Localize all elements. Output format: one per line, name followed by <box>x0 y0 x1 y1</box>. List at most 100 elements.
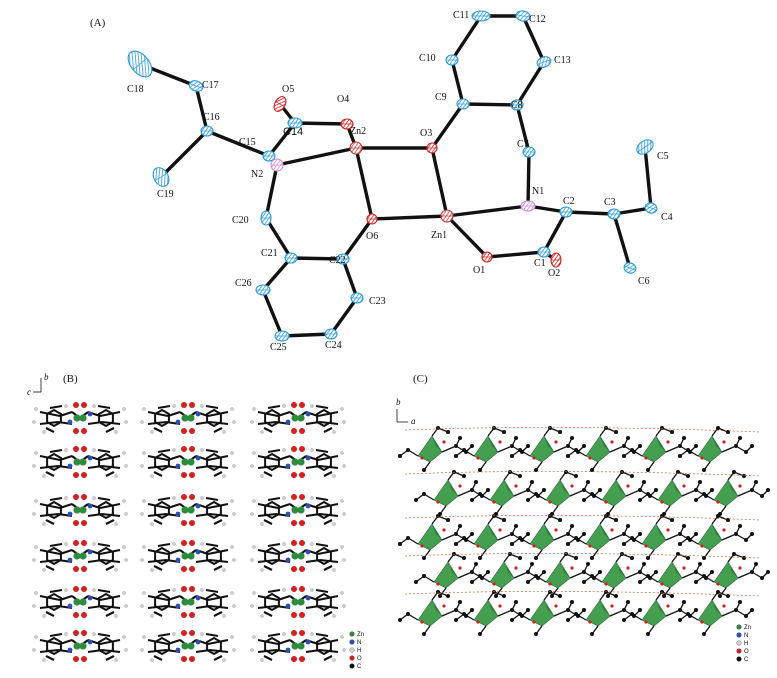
packed-molecule <box>140 494 236 526</box>
svg-text:N: N <box>744 633 748 639</box>
zn-polyhedron-unit <box>470 552 546 598</box>
atom-label-c3: C3 <box>604 197 616 208</box>
h-bond-chain <box>404 427 761 433</box>
bond-C13-C12 <box>521 14 546 64</box>
atom-o4 <box>340 118 354 130</box>
atom-label-o5: O5 <box>282 84 294 95</box>
atom-c22 <box>336 253 350 265</box>
atom-c6 <box>623 262 637 274</box>
legend-item-h: H <box>736 640 748 647</box>
bond-C1-O1 <box>485 250 546 259</box>
atom-label-c9: C9 <box>435 92 447 103</box>
atom-o3 <box>426 142 438 154</box>
bond-C21-C22 <box>289 256 345 261</box>
h-bond-chain <box>404 471 761 477</box>
panel-b-axis-c: c <box>27 387 31 397</box>
atom-label-c10: C10 <box>419 53 436 64</box>
atom-label-c11: C11 <box>453 10 469 21</box>
atom-label-c24: C24 <box>325 340 342 351</box>
bond-C5-C4 <box>643 145 653 210</box>
atom-label-o6: O6 <box>366 231 378 242</box>
atom-c24 <box>324 328 338 340</box>
zn-polyhedron-unit <box>638 552 714 598</box>
atom-c23 <box>350 292 364 304</box>
packed-molecule <box>140 630 236 662</box>
bond-C14-C15 <box>267 121 297 158</box>
atom-o5 <box>273 96 287 112</box>
atom-c11 <box>471 10 491 22</box>
zn-polyhedron-unit <box>694 470 770 516</box>
packed-molecule <box>250 402 346 434</box>
panel-a-label: (A) <box>90 17 106 29</box>
zn-polyhedron-unit <box>398 590 474 636</box>
svg-text:H: H <box>744 641 748 647</box>
bond-C25-C26 <box>261 288 284 338</box>
atom-label-c4: C4 <box>661 212 673 223</box>
packed-molecule <box>140 540 236 572</box>
atom-o2 <box>550 252 562 268</box>
packed-molecule <box>32 446 128 478</box>
atom-c13 <box>536 56 552 68</box>
atom-c8 <box>510 99 524 111</box>
zn-polyhedron-unit <box>510 514 586 560</box>
zn-polyhedron-unit <box>694 552 770 598</box>
bond-C23-C24 <box>329 296 359 336</box>
zn-polyhedron-unit <box>510 426 586 472</box>
atom-c4 <box>644 202 658 214</box>
bond-C7-C8 <box>515 103 531 154</box>
atom-n2 <box>270 158 284 172</box>
atom-label-c6: C6 <box>638 276 650 287</box>
svg-text:Zn: Zn <box>744 625 751 631</box>
legend-item-zn: Zn <box>736 624 751 631</box>
atom-c5 <box>636 139 654 155</box>
atom-label-c25: C25 <box>270 342 287 353</box>
packed-molecule <box>32 586 128 618</box>
atom-c7 <box>522 146 536 158</box>
atom-c3 <box>607 208 621 220</box>
packed-molecule <box>32 402 128 434</box>
zn-polyhedron-unit <box>510 590 586 636</box>
atom-label-zn1: Zn1 <box>431 230 447 241</box>
zn-polyhedron-unit <box>414 552 490 598</box>
atom-zn2 <box>349 141 363 155</box>
bond-O1-Zn1 <box>445 214 489 259</box>
packed-molecule <box>250 630 346 662</box>
bond-N1-Zn1 <box>445 204 530 218</box>
bond-Zn1-O6 <box>370 214 449 221</box>
atom-label-c12: C12 <box>529 14 546 25</box>
atom-c21 <box>284 252 298 264</box>
atom-label-c26: C26 <box>235 278 252 289</box>
atom-label-o2: O2 <box>548 268 560 279</box>
packed-molecule <box>250 446 346 478</box>
atom-c18 <box>127 50 153 78</box>
bond-C24-C25 <box>280 332 333 338</box>
bond-N1-C7 <box>526 150 531 208</box>
bond-Zn2-N2 <box>275 146 358 167</box>
zn-polyhedron-unit <box>566 590 642 636</box>
atom-label-c17: C17 <box>202 80 219 91</box>
bond-C9-O3 <box>430 102 465 150</box>
svg-text:N: N <box>357 640 361 646</box>
legend-item-n: N <box>349 639 361 646</box>
atom-zn1 <box>440 209 454 223</box>
bond-C15-C16 <box>205 129 271 158</box>
svg-text:H: H <box>357 648 361 654</box>
atom-label-c14: C14 <box>283 126 303 138</box>
legend-item-c: C <box>349 663 362 670</box>
atom-label-c5: C5 <box>657 151 669 162</box>
atom-c26 <box>255 284 271 296</box>
zn-polyhedron-unit <box>678 426 754 472</box>
bond-O3-Zn1 <box>430 146 449 218</box>
packed-molecule <box>32 630 128 662</box>
atom-label-o3: O3 <box>420 128 432 139</box>
panel-c-polyhedra-lattice <box>398 426 770 636</box>
zn-polyhedron-unit <box>678 590 754 636</box>
atom-label-c18: C18 <box>127 84 144 95</box>
atom-c1 <box>537 246 551 258</box>
legend-item-c: C <box>736 656 749 663</box>
atom-label-c15: C15 <box>239 137 256 148</box>
zn-polyhedron-unit <box>470 470 546 516</box>
packed-molecule <box>32 540 128 572</box>
